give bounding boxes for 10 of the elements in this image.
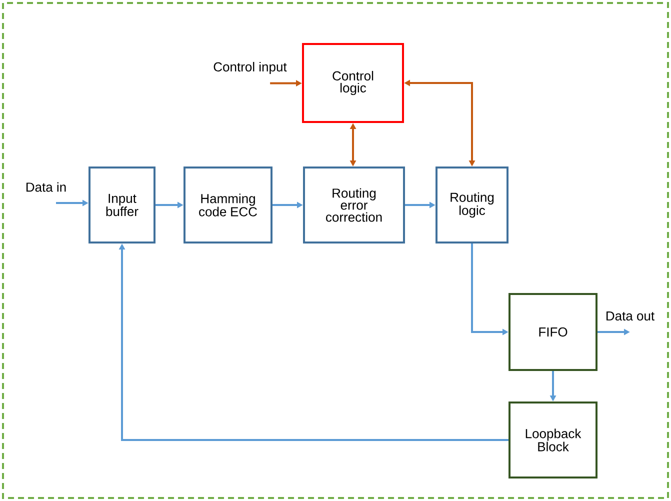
control-box: Control logic: [302, 43, 404, 123]
signal-label: Control input: [214, 62, 287, 74]
signal-label: Data in: [26, 182, 66, 192]
process-box: Input buffer: [88, 166, 156, 244]
process-box: Loopback Block: [508, 402, 598, 478]
process-box: Routing logic: [436, 166, 508, 244]
signal-label: Data out: [606, 311, 654, 321]
process-box: FIFO: [508, 293, 598, 371]
process-box: Routing error correction: [303, 166, 405, 244]
process-box: Hamming code ECC: [184, 166, 272, 244]
